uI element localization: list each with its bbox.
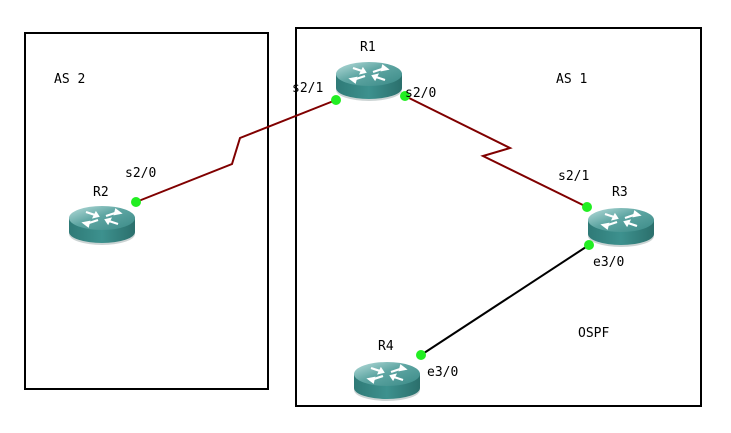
port-r4-e30[interactable] <box>416 350 426 360</box>
port-r3-e30[interactable] <box>584 240 594 250</box>
r2-s20-label: s2/0 <box>125 166 156 181</box>
router-r4-label: R4 <box>378 339 394 354</box>
port-r1-s20[interactable] <box>400 91 410 101</box>
r1-s21-label: s2/1 <box>292 81 323 96</box>
r4-e30-label: e3/0 <box>427 365 458 380</box>
router-r3-label: R3 <box>612 185 628 200</box>
r3-e30-label: e3/0 <box>593 255 624 270</box>
router-r1[interactable] <box>334 60 404 103</box>
router-r3[interactable] <box>586 206 656 249</box>
ospf-label: OSPF <box>578 326 609 341</box>
router-r1-label: R1 <box>360 40 376 55</box>
r1-s20-label: s2/0 <box>405 86 436 101</box>
link-r1-r3[interactable] <box>404 95 588 208</box>
r3-s21-label: s2/1 <box>558 169 589 184</box>
as1-label: AS 1 <box>556 72 587 87</box>
port-r2-s20[interactable] <box>131 197 141 207</box>
link-r2-r1[interactable] <box>135 99 337 203</box>
link-r3-r4[interactable] <box>420 244 590 356</box>
router-r2-label: R2 <box>93 185 109 200</box>
as1-area-box <box>295 27 702 407</box>
router-r4[interactable] <box>352 360 422 403</box>
as2-area-box <box>24 32 269 390</box>
router-r2[interactable] <box>67 204 137 247</box>
port-r1-s21[interactable] <box>331 95 341 105</box>
port-r3-s21[interactable] <box>582 202 592 212</box>
as2-label: AS 2 <box>54 72 85 87</box>
